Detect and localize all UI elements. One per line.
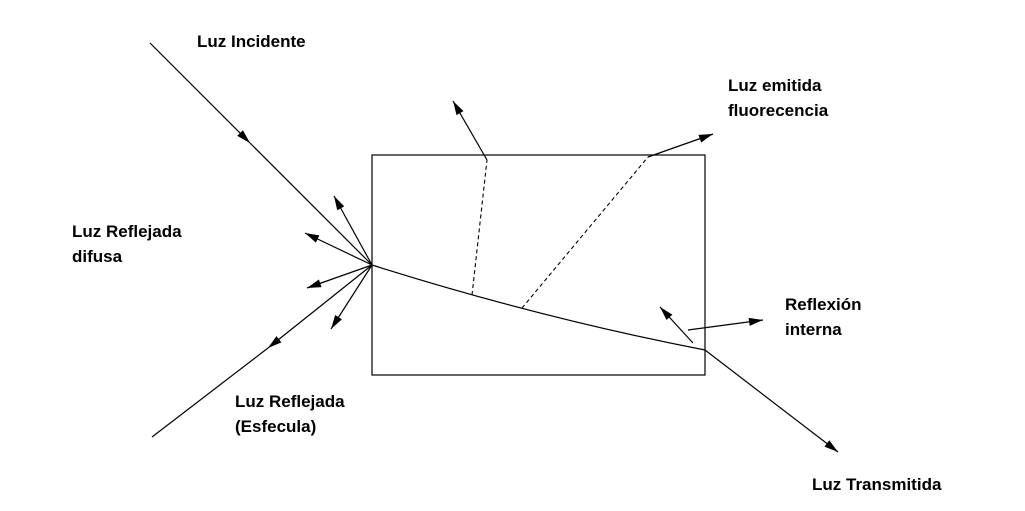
label-incident-light-text: Luz Incidente [197,32,306,51]
transmitted-ray [704,349,839,453]
fluorescence-ray-right [521,133,714,309]
fluorescence-ray-left [452,100,488,296]
label-fluorescence-emitted-light: Luz emitida fluorecencia [728,74,828,123]
incident-ray [149,42,373,266]
specular-reflected-ray [151,264,373,438]
label-incident-light: Luz Incidente [197,30,306,55]
label-internal-line1: Reflexión [785,295,862,314]
sample-rectangle [371,154,706,376]
label-transmitted-light: Luz Transmitida [812,473,941,498]
diffuse-reflection-arrows [304,195,373,330]
internal-refracted-ray [371,264,706,351]
label-specular-reflected-light: Luz Reflejada (Esfecula) [235,390,345,439]
label-internal-reflection: Reflexión interna [785,293,862,342]
label-fluorescence-line1: Luz emitida [728,76,822,95]
label-fluorescence-line2: fluorecencia [728,100,829,120]
label-specular-line1: Luz Reflejada [235,392,345,411]
label-transmitted-light-text: Luz Transmitida [812,475,942,494]
internal-reflection-arrows [659,306,764,344]
label-diffuse-reflected-light: Luz Reflejada difusa [72,220,182,269]
label-diffuse-line1: Luz Reflejada [72,222,182,241]
label-diffuse-line2: difusa [72,246,123,266]
label-specular-line2: (Esfecula) [235,416,317,436]
label-internal-line2: interna [785,319,842,339]
